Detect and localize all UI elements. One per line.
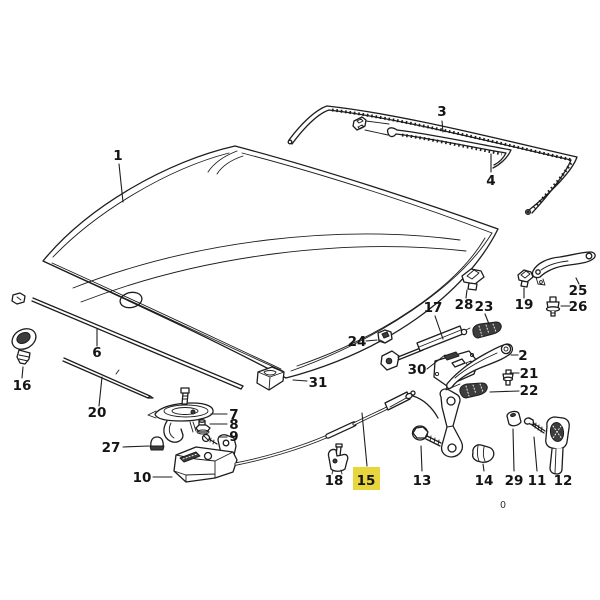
- gas-strut-17: [380, 325, 471, 371]
- callout-27-label[interactable]: 27: [102, 440, 121, 456]
- callout-18: 18: [325, 473, 344, 489]
- callout-1: 1: [113, 148, 124, 203]
- callout-14-label[interactable]: 14: [475, 473, 494, 489]
- callout-20-label[interactable]: 20: [88, 405, 107, 421]
- callout-26: 26: [560, 299, 588, 315]
- callout-22: 22: [489, 383, 539, 399]
- pad-22: [459, 382, 488, 399]
- sleeve-29: [506, 410, 522, 427]
- callout-19: 19: [515, 287, 534, 313]
- clip-28: [461, 268, 485, 291]
- callout-13-label[interactable]: 13: [413, 473, 432, 489]
- bolt-21: [502, 369, 514, 386]
- callout-11: 11: [528, 436, 547, 489]
- hood-latch-10: [173, 434, 238, 483]
- callout-31-label[interactable]: 31: [309, 375, 328, 391]
- clip-19: [517, 269, 534, 288]
- nut-8: [195, 419, 211, 435]
- callout-6: 6: [92, 328, 102, 361]
- bolt-13: [411, 425, 442, 447]
- callout-12-label[interactable]: 12: [554, 473, 573, 489]
- callout-2: 2: [510, 348, 528, 364]
- callout-9: 9: [218, 429, 239, 445]
- bolt-26: [545, 296, 561, 317]
- callout-24-label[interactable]: 24: [348, 334, 367, 350]
- callout-7: 7: [210, 407, 239, 423]
- callout-28: 28: [455, 289, 474, 313]
- release-cable: [234, 390, 439, 466]
- callout-8-label[interactable]: 8: [229, 417, 238, 433]
- pad-23: [472, 321, 502, 339]
- callout-17-label[interactable]: 17: [424, 300, 443, 316]
- callout-12: 12: [554, 473, 573, 489]
- buffer-14: [471, 444, 495, 463]
- hood-panel: [42, 145, 499, 379]
- cable-clip-18: [327, 443, 349, 475]
- callout-21: 21: [509, 366, 539, 382]
- hinge-lever-25: [531, 251, 596, 286]
- callout-6-label[interactable]: 6: [92, 345, 101, 361]
- callout-8: 8: [209, 417, 239, 433]
- callout-16: 16: [13, 366, 32, 394]
- callout-26-label[interactable]: 26: [569, 299, 588, 315]
- clip-24: [377, 329, 393, 344]
- callout-31: 31: [292, 375, 328, 391]
- callout-3-label[interactable]: 3: [437, 104, 446, 120]
- callouts: 1 3 4 17 28 23 19 25 26 24 30 2 21 22 16…: [13, 104, 588, 490]
- seal-clip: [352, 116, 390, 136]
- key-12: [545, 416, 570, 475]
- callout-21-label[interactable]: 21: [520, 366, 539, 382]
- callout-14: 14: [475, 463, 494, 489]
- strut-bracket-30: [433, 350, 479, 391]
- callout-25: 25: [569, 277, 588, 299]
- prop-rod-short: [62, 357, 154, 399]
- lock-upper-7: [147, 387, 214, 443]
- callout-30-label[interactable]: 30: [408, 362, 427, 378]
- callout-20: 20: [88, 376, 107, 421]
- callout-29-label[interactable]: 29: [505, 473, 524, 489]
- screw-11: [523, 417, 546, 434]
- callout-9-label[interactable]: 9: [229, 429, 238, 445]
- callout-10-label[interactable]: 10: [133, 470, 152, 486]
- hinge-arm-2: [446, 343, 514, 390]
- prop-rod: [11, 292, 244, 390]
- buffer-31: [256, 366, 285, 391]
- callout-15: 15: [353, 412, 380, 490]
- callout-28-label[interactable]: 28: [455, 297, 474, 313]
- callout-24: 24: [348, 334, 378, 350]
- callout-27: 27: [102, 440, 150, 456]
- callout-3: 3: [437, 104, 447, 133]
- screw-9: [201, 433, 218, 445]
- callout-4-label[interactable]: 4: [486, 173, 495, 189]
- callout-11-label[interactable]: 11: [528, 473, 547, 489]
- rear-seal-strip: [287, 105, 578, 216]
- page-marker: 0: [500, 500, 506, 511]
- callout-15-highlight[interactable]: [353, 467, 380, 490]
- callout-13: 13: [413, 445, 432, 489]
- emblem-hole: [119, 291, 143, 309]
- callout-2-label[interactable]: 2: [518, 348, 527, 364]
- callout-1-label[interactable]: 1: [113, 148, 122, 164]
- callout-22-label[interactable]: 22: [520, 383, 539, 399]
- callout-16-label[interactable]: 16: [13, 378, 32, 394]
- callout-17: 17: [424, 300, 444, 340]
- cone-clip-27: [149, 436, 165, 451]
- callout-23: 23: [475, 299, 494, 325]
- callout-4: 4: [486, 153, 496, 189]
- callout-19-label[interactable]: 19: [515, 297, 534, 313]
- callout-7-label[interactable]: 7: [229, 407, 238, 423]
- grommet-16: [11, 328, 37, 365]
- callout-15-label[interactable]: 15: [357, 473, 376, 489]
- callout-29: 29: [505, 428, 524, 489]
- release-lever-bracket: [439, 388, 464, 458]
- callout-10: 10: [133, 470, 173, 486]
- callout-18-label[interactable]: 18: [325, 473, 344, 489]
- callout-25-label[interactable]: 25: [569, 283, 588, 299]
- callout-30: 30: [408, 354, 446, 378]
- callout-23-label[interactable]: 23: [475, 299, 494, 315]
- rear-trim-strip: [386, 127, 512, 169]
